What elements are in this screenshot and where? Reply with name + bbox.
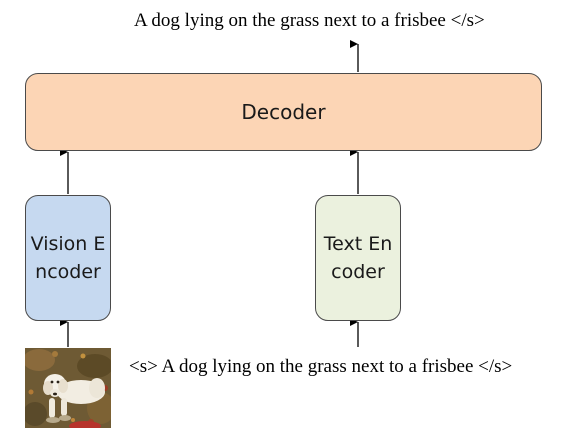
dog-photo [25,348,111,428]
vision-encoder-label: Vision Encoder [30,233,106,283]
input-caption: <s> A dog lying on the grass next to a f… [129,356,513,377]
vision-encoder-box: Vision Encoder [25,195,111,321]
text-encoder-box: Text Encoder [315,195,401,321]
decoder-label: Decoder [241,100,326,124]
decoder-box: Decoder [25,73,542,151]
output-caption: A dog lying on the grass next to a frisb… [134,10,485,31]
text-encoder-label: Text Encoder [323,233,393,283]
